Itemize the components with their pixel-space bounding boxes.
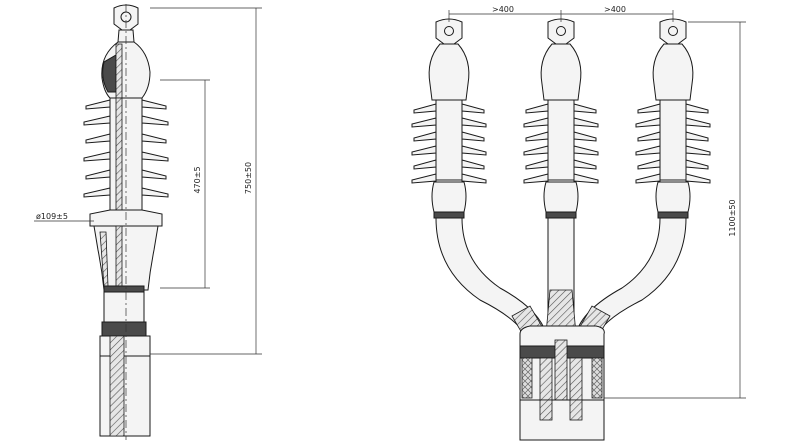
single-core-termination: 470±5 750±50 ø109±5 xyxy=(34,4,262,440)
dimension-470: 470±5 xyxy=(160,79,210,289)
spacing-left-label: >400 xyxy=(492,5,514,14)
dimension-750-label: 750±50 xyxy=(244,162,253,194)
three-core-cable xyxy=(519,399,605,441)
stress-cone-dark xyxy=(102,54,117,93)
phase-center xyxy=(523,18,599,219)
dimension-spacing: >400 >400 xyxy=(448,5,674,22)
insulator-sheds xyxy=(83,99,169,198)
phase-right xyxy=(635,18,711,219)
diameter-label: ø109±5 xyxy=(36,212,68,221)
transition-cone xyxy=(93,225,159,291)
dimension-1100-label: 1100±50 xyxy=(728,199,737,236)
three-core-termination: >400 >400 1100±50 xyxy=(411,5,746,441)
dimension-diameter: ø109±5 xyxy=(34,212,94,222)
clamp-band xyxy=(103,285,145,293)
dimension-1100: 1100±50 xyxy=(604,21,746,399)
phase-left xyxy=(411,18,487,219)
dimension-750: 750±50 xyxy=(150,7,262,355)
dimension-470-label: 470±5 xyxy=(193,166,202,193)
cable xyxy=(99,355,151,437)
spacing-right-label: >400 xyxy=(604,5,626,14)
